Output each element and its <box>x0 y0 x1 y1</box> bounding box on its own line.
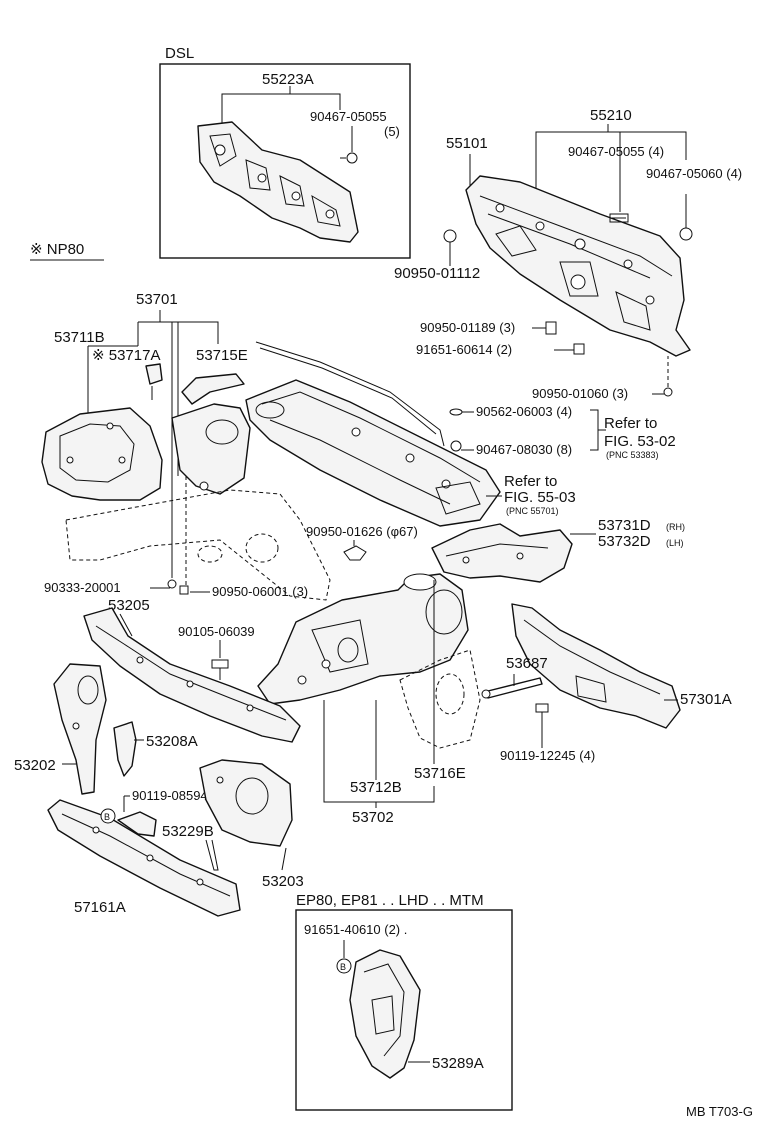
label-53202: 53202 <box>14 757 56 774</box>
rh-label: (RH) <box>666 522 685 532</box>
label-90950-01112: 90950-01112 <box>394 265 480 282</box>
plug-icon <box>545 321 557 335</box>
dash-panel-55101: 55210 55101 90467-05055 (4) 90467-05060 … <box>394 107 742 401</box>
label-90467-05060: 90467-05060 (4) <box>646 166 742 181</box>
label-53289a: 53289A <box>432 1055 484 1072</box>
plug-icon <box>167 579 177 589</box>
label-53687: 53687 <box>506 655 548 672</box>
refer-to-label-2: Refer to <box>504 473 557 490</box>
grommet-icon <box>679 227 693 241</box>
label-90950-01626: 90950-01626 (φ67) <box>306 524 418 539</box>
label-90119-08594: 90119-08594 (2) <box>132 788 227 803</box>
label-53712b: 53712B <box>350 779 402 796</box>
plug-icon <box>179 585 189 595</box>
label-53203: 53203 <box>262 873 304 890</box>
dsl-inset: DSL 55223A 90467-05055 (5) <box>159 45 411 259</box>
dsl-label: DSL <box>165 45 194 62</box>
label-53701: 53701 <box>136 291 178 308</box>
pnc-53383-label: (PNC 53383) <box>606 450 659 460</box>
svg-text:B: B <box>340 962 346 972</box>
member-57301a: 57301A <box>511 603 732 729</box>
plug-icon <box>443 229 457 262</box>
label-90467-05055-b: 90467-05055 (4) <box>568 144 664 159</box>
label-90950-01060: 90950-01060 (3) <box>532 386 628 401</box>
label-53715e: 53715E <box>196 347 248 364</box>
radiator-support-53205: 53205 90105-06039 <box>83 597 301 743</box>
label-90467-08030: 90467-08030 (8) <box>476 442 572 457</box>
support-rod-53687: 53687 90119-12245 (4) <box>481 655 595 763</box>
label-qty-5: (5) <box>384 124 400 139</box>
refer-to-label-1: Refer to <box>604 415 657 432</box>
clip-icon <box>609 213 629 223</box>
bracket-53715e <box>181 373 245 405</box>
label-55101: 55101 <box>446 135 488 152</box>
label-90562-06003: 90562-06003 (4) <box>476 404 572 419</box>
clip-icon <box>449 408 474 416</box>
label-90333-20001: 90333-20001 <box>44 580 121 595</box>
label-53717a: ※ 53717A <box>92 347 160 364</box>
label-90950-06001: 90950-06001 (3) <box>212 584 308 599</box>
crossmember-57161a: 57161A <box>47 799 241 917</box>
bolt-b-icon: B <box>336 958 352 974</box>
screw-icon <box>340 152 358 164</box>
label-90950-01189: 90950-01189 (3) <box>420 320 515 335</box>
plug-icon <box>663 387 673 397</box>
label-53702: 53702 <box>352 809 394 826</box>
cowl-panel: 90562-06003 (4) 90467-08030 (8) Refer to… <box>245 341 676 527</box>
grommet-icon <box>343 545 367 561</box>
label-90119-12245: 90119-12245 (4) <box>500 748 595 763</box>
right-apron-top: 90950-01626 (φ67) 53731D (RH) 53732D (LH… <box>306 517 685 583</box>
svg-text:B: B <box>104 812 110 822</box>
label-57161a: 57161A <box>74 899 126 916</box>
bolt-icon <box>535 703 549 718</box>
variant-inset-frame <box>295 909 513 1111</box>
variant-inset: EP80, EP81 . . LHD . . MTM 91651-40610 (… <box>295 892 513 1111</box>
np80-label: ※ NP80 <box>30 241 84 258</box>
variant-label: EP80, EP81 . . LHD . . MTM <box>296 892 484 909</box>
label-91651-60614: 91651-60614 (2) <box>416 342 512 357</box>
fig-55-03-link[interactable]: FIG. 55-03 <box>504 489 576 506</box>
center-apron-group: 53712B 53716E 53702 <box>257 573 481 826</box>
bolt-b-icon: B <box>100 808 116 824</box>
dsl-dash-panel <box>197 121 359 243</box>
brace-53208a: 53208A <box>113 721 198 777</box>
bolt-icon <box>211 659 229 680</box>
side-member-53202: 53202 <box>14 663 107 795</box>
label-53731d: 53731D <box>598 517 651 534</box>
apron-lower-53203: 53203 <box>199 759 304 890</box>
label-90467-05055-a: 90467-05055 <box>310 109 387 124</box>
label-53711b: 53711B <box>54 329 105 346</box>
label-53732d: 53732D <box>598 533 651 550</box>
label-53229b: 53229B <box>162 823 214 840</box>
bracket-53717a <box>145 363 163 385</box>
pnc-55701-label: (PNC 55701) <box>506 506 559 516</box>
label-53208a: 53208A <box>146 733 198 750</box>
dsl-inset-frame <box>159 63 411 259</box>
label-53716e: 53716E <box>414 765 466 782</box>
lh-label: (LH) <box>666 538 684 548</box>
label-90105-06039: 90105-06039 <box>178 624 255 639</box>
label-91651-40610: 91651-40610 (2) . <box>304 922 407 937</box>
left-apron-group: 53701 53711B ※ 53717A 53715E 90333-20001… <box>41 291 331 601</box>
clip-icon <box>450 440 474 452</box>
bracket-53229b: 90119-08594 (2) B 53229B <box>100 788 227 840</box>
label-55210: 55210 <box>590 107 632 124</box>
label-55223a: 55223A <box>262 71 314 88</box>
label-53205: 53205 <box>108 597 150 614</box>
apron-53701 <box>171 403 251 495</box>
footer-code: MB T703-G <box>686 1104 753 1119</box>
label-57301a: 57301A <box>680 691 732 708</box>
clip-nut-icon <box>573 343 585 355</box>
fig-53-02-link[interactable]: FIG. 53-02 <box>604 433 676 450</box>
